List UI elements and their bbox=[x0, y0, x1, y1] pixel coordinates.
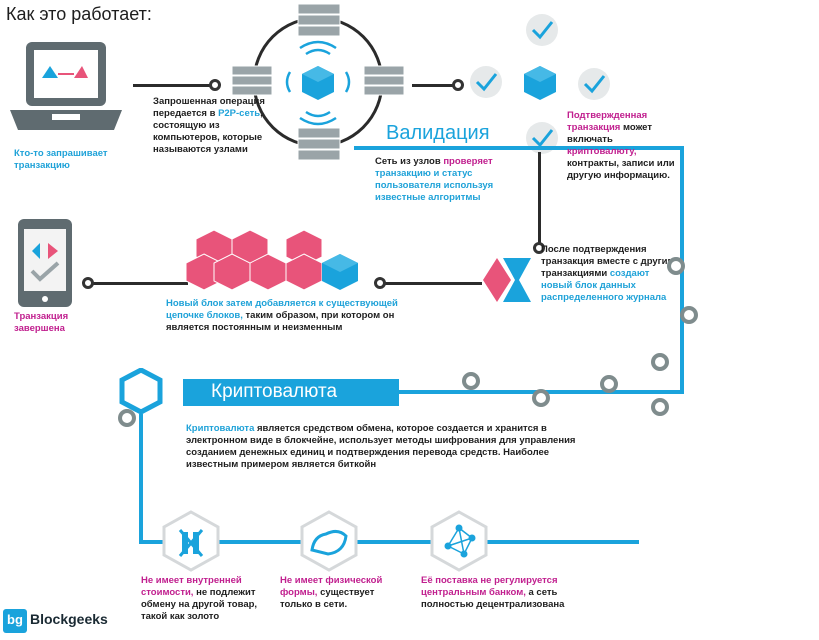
prop-1-title: Не имеет внутренней стоимости, bbox=[141, 575, 242, 598]
validation-cyan: транзакцию и статус пользователя использ… bbox=[375, 168, 494, 203]
connector-line bbox=[538, 152, 541, 246]
connector-dot bbox=[374, 277, 386, 289]
crypto-word: Криптовалюта bbox=[186, 423, 255, 434]
chain-dot bbox=[462, 372, 480, 390]
step2-part1: Запрошенная операция передается в bbox=[153, 96, 265, 119]
connector-dot bbox=[209, 79, 221, 91]
new-block-icon bbox=[483, 258, 531, 302]
connector-line bbox=[133, 84, 213, 87]
blockgeeks-logo-mark: bg bbox=[3, 609, 27, 633]
prop-3-title: Её поставка не регулируется центральным … bbox=[421, 575, 558, 598]
step2-text: Запрошенная операция передается в P2P-се… bbox=[153, 96, 283, 156]
complete-text: Транзакция завершена bbox=[14, 311, 69, 334]
confirmed-title: Подтвержденная транзакция bbox=[567, 110, 648, 133]
flow-line bbox=[354, 146, 684, 150]
phone-icon bbox=[18, 219, 72, 307]
chain-dot bbox=[651, 398, 669, 416]
after-cyan: создают новый блок данных распределенног… bbox=[541, 268, 667, 303]
chain-dot bbox=[680, 306, 698, 324]
validator-nodes-icon bbox=[470, 14, 610, 154]
prop-1-rest: не подлежит обмену на другой товар, тако… bbox=[141, 587, 258, 622]
chain-dot bbox=[651, 353, 669, 371]
chain-dot bbox=[600, 375, 618, 393]
connector-dot bbox=[82, 277, 94, 289]
chain-dot bbox=[532, 389, 550, 407]
p2p-network-icon bbox=[231, 3, 405, 161]
crypto-label: Криптовалюта bbox=[183, 379, 399, 406]
page-title: Как это работает: bbox=[6, 4, 152, 24]
prop-2-text: Не имеет физической формы, существует то… bbox=[280, 575, 405, 611]
prop-2-rest: существует только в сети. bbox=[280, 587, 375, 610]
confirmed-part2: контракты, записи или другую информацию. bbox=[567, 158, 675, 181]
confirmed-crypto: криптовалюту, bbox=[567, 146, 637, 157]
prop-3-text: Её поставка не регулируется центральным … bbox=[421, 575, 596, 611]
blockchain-icon bbox=[185, 229, 358, 291]
step2-p2p: P2P-сеть bbox=[218, 108, 261, 119]
step2-part2: , состоящую из компьютеров, которые назы… bbox=[153, 108, 263, 155]
validation-part1: Сеть из узлов bbox=[375, 156, 441, 167]
confirmed-part1: может включать bbox=[567, 122, 652, 145]
prop-1-text: Не имеет внутренней стоимости, не подлеж… bbox=[141, 575, 266, 623]
prop-3-rest: а сеть полностью децентрализована bbox=[421, 587, 565, 610]
connector-line bbox=[378, 282, 482, 285]
chain-dot bbox=[667, 257, 685, 275]
no-value-icon bbox=[162, 510, 220, 572]
validation-label: Валидация bbox=[386, 122, 490, 144]
validation-verify: проверяет bbox=[443, 156, 493, 167]
flow-line bbox=[350, 390, 684, 394]
newblock-part2: таким образом, при котором он является п… bbox=[166, 310, 395, 333]
step1-text: Кто-то запрашивает транзакцию bbox=[14, 148, 108, 171]
flow-line bbox=[139, 414, 143, 542]
prop-2-title: Не имеет физической формы, bbox=[280, 575, 383, 598]
after-part1: После подтверждения транзакция вместе с … bbox=[541, 244, 681, 279]
flow-line bbox=[139, 540, 639, 544]
newblock-cyan: Новый блок затем добавляется к существую… bbox=[166, 298, 398, 321]
connector-line bbox=[412, 84, 456, 87]
decentralized-network-icon bbox=[430, 510, 488, 572]
crypto-desc: является средством обмена, которое созда… bbox=[186, 423, 576, 470]
chain-dot bbox=[118, 409, 136, 427]
validation-text: Сеть из узлов проверяет транзакцию и ста… bbox=[375, 156, 515, 204]
crypto-text: Криптовалюта является средством обмена, … bbox=[186, 423, 581, 471]
connector-dot bbox=[533, 242, 545, 254]
after-text: После подтверждения транзакция вместе с … bbox=[541, 244, 681, 304]
laptop-icon bbox=[10, 42, 122, 130]
newblock-text: Новый блок затем добавляется к существую… bbox=[166, 298, 426, 334]
no-physical-form-icon bbox=[300, 510, 358, 572]
confirmed-text: Подтвержденная транзакция может включать… bbox=[567, 110, 682, 182]
connector-line bbox=[92, 282, 188, 285]
crypto-hex-icon bbox=[119, 368, 163, 414]
blockgeeks-logo-word: Blockgeeks bbox=[30, 611, 108, 627]
connector-dot bbox=[452, 79, 464, 91]
